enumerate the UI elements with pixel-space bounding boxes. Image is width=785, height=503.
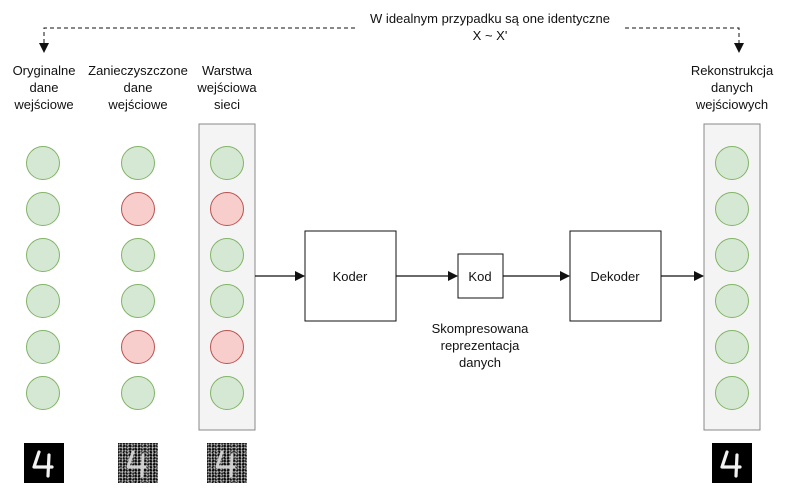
decoder-block <box>569 230 662 322</box>
original-label: Oryginalne dane wejściowe <box>12 63 76 112</box>
code-caption: Skompresowana reprezentacja danych <box>431 321 529 370</box>
code-label: Kod <box>468 269 491 284</box>
encoder-label: Koder <box>333 269 368 284</box>
node-original-2 <box>26 192 60 226</box>
corrupted-digit-image <box>118 443 158 483</box>
node-input-layer-3 <box>210 238 244 272</box>
node-input-layer-4 <box>210 284 244 318</box>
corrupted-node-corrupted-5 <box>121 330 155 364</box>
input-layer-nodes <box>210 146 244 410</box>
reconstruction-label: Rekonstrukcja danych wejściowych <box>690 63 774 112</box>
input-layer-label: Warstwa wejściowa sieci <box>197 63 257 112</box>
node-original-4 <box>26 284 60 318</box>
node-corrupted-1 <box>121 146 155 180</box>
node-corrupted-4 <box>121 284 155 318</box>
dashed-line-right <box>625 27 744 53</box>
input-layer-digit-image <box>207 443 247 483</box>
node-original-1 <box>26 146 60 180</box>
original-nodes <box>26 146 60 410</box>
corrupted-label: Zanieczyszczone dane wejściowe <box>88 63 188 112</box>
node-input-layer-6 <box>210 376 244 410</box>
node-reconstruction-1 <box>715 146 749 180</box>
corrupted-nodes <box>121 146 155 410</box>
node-reconstruction-5 <box>715 330 749 364</box>
node-original-5 <box>26 330 60 364</box>
dashed-line-left <box>43 27 355 50</box>
reconstruction-digit-image <box>712 443 752 483</box>
encoder-block <box>304 230 397 322</box>
node-reconstruction-6 <box>715 376 749 410</box>
node-corrupted-6 <box>121 376 155 410</box>
node-input-layer-1 <box>210 146 244 180</box>
node-corrupted-3 <box>121 238 155 272</box>
node-original-6 <box>26 376 60 410</box>
decoder-label: Dekoder <box>590 269 640 284</box>
node-reconstruction-2 <box>715 192 749 226</box>
reconstruction-nodes <box>715 146 749 410</box>
corrupted-node-input-layer-2 <box>210 192 244 226</box>
corrupted-node-input-layer-5 <box>210 330 244 364</box>
original-digit-image <box>24 443 64 483</box>
identity-connector <box>39 27 744 53</box>
node-original-3 <box>26 238 60 272</box>
corrupted-node-corrupted-2 <box>121 192 155 226</box>
top-annotation-line1: W idealnym przypadku są one identyczne <box>370 11 610 26</box>
top-annotation-line2: X ~ X' <box>472 28 508 43</box>
node-reconstruction-3 <box>715 238 749 272</box>
node-reconstruction-4 <box>715 284 749 318</box>
code-block <box>457 253 504 299</box>
